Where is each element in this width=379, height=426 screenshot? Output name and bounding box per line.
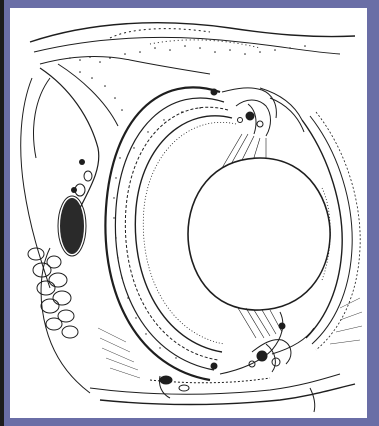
ciliary-body-top xyxy=(211,88,304,136)
hatching-bottom xyxy=(98,298,362,378)
extraocular-muscle xyxy=(58,159,92,256)
illustration-canvas xyxy=(10,8,367,418)
lower-lid-tissue xyxy=(90,374,355,412)
lens xyxy=(188,158,330,310)
stippling-top xyxy=(69,45,306,111)
left-edge-strip xyxy=(0,0,4,426)
eye-anatomy-illustration xyxy=(10,8,367,418)
zonule-fibers-bottom xyxy=(238,308,282,338)
ciliary-body-bottom xyxy=(211,312,314,374)
